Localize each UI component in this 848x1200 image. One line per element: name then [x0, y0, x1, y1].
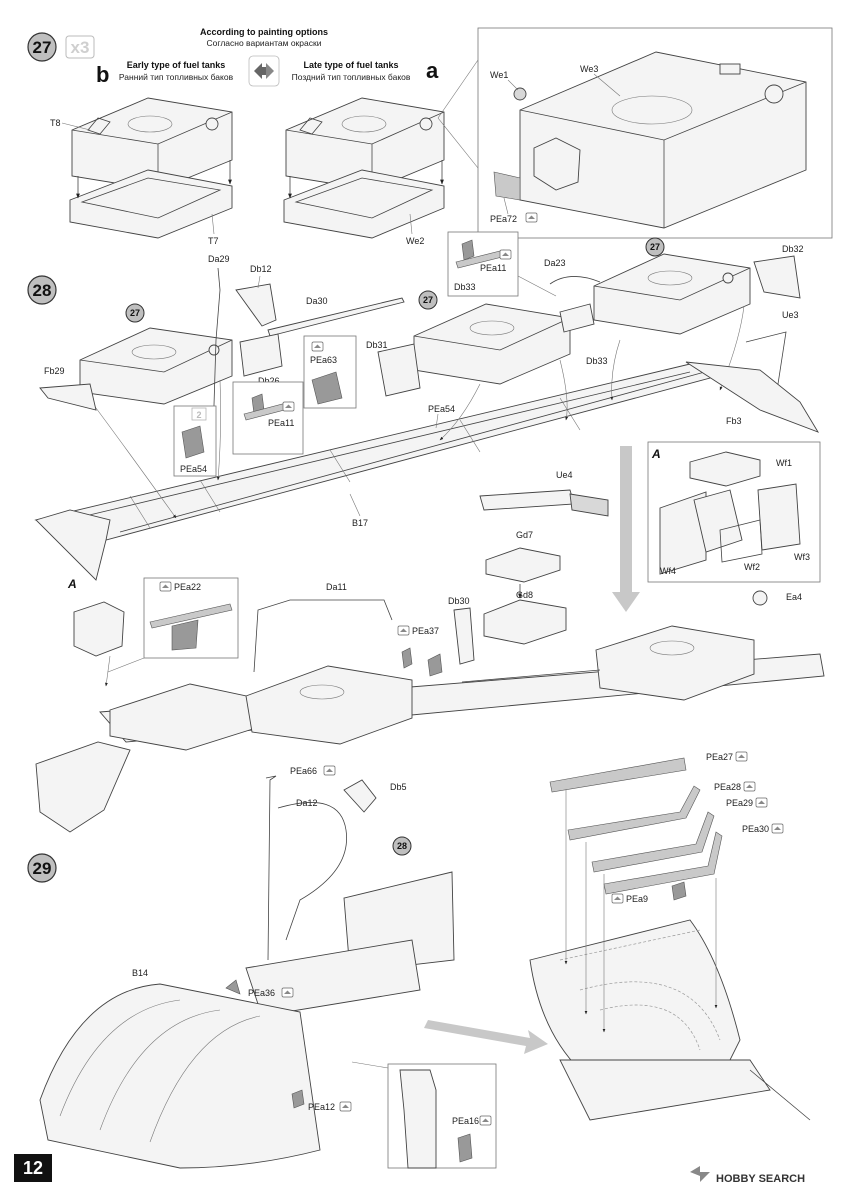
- direction-arrow-right-icon: [424, 1020, 548, 1054]
- step-29: 29 PEa66 Db5 Da12 28 B14 PEa36 PEa12: [27, 751, 811, 1169]
- swap-arrows-icon: [248, 55, 280, 87]
- label-wf1: Wf1: [776, 458, 792, 468]
- label-pea63: PEa63: [310, 355, 337, 365]
- rear-body-assembly: Da11 Db30 PEa37 Ea4: [35, 582, 825, 833]
- label-db30: Db30: [448, 596, 470, 606]
- label-wf2: Wf2: [744, 562, 760, 572]
- svg-text:29: 29: [33, 859, 52, 878]
- label-t8: T8: [50, 118, 61, 128]
- step-27-multiplier: x3: [65, 35, 95, 59]
- page-number-badge: 12: [14, 1154, 52, 1182]
- step-28-badge: 28: [27, 275, 57, 305]
- late-fuel-tank-diagram: We2: [283, 97, 445, 246]
- step29-parts: PEa66 Db5 Da12 28 B14 PEa36 PEa12: [39, 765, 497, 1169]
- battery-box-assembly: Ue4 Gd7 Gd8: [479, 470, 609, 645]
- detail-a-box: A Wf1 Wf3 Wf2 Wf4: [647, 441, 821, 583]
- label-we3: We3: [580, 64, 598, 74]
- label-t7: T7: [208, 236, 219, 246]
- option-b-title-ru: Ранний тип топливных баков: [119, 72, 234, 82]
- label-we2: We2: [406, 236, 424, 246]
- label-da30: Da30: [306, 296, 328, 306]
- label-pea54: PEa54: [180, 464, 207, 474]
- label-ea4: Ea4: [786, 592, 802, 602]
- svg-text:x3: x3: [71, 38, 90, 57]
- tank-center-step28: 27: [413, 290, 571, 441]
- label-db31: Db31: [366, 340, 388, 350]
- label-gd7: Gd7: [516, 530, 533, 540]
- svg-text:27: 27: [130, 308, 140, 318]
- label-pea28: PEa28: [714, 782, 741, 792]
- label-db12: Db12: [250, 264, 272, 274]
- label-da29: Da29: [208, 254, 230, 264]
- late-tank-detail-box: We1 We3 PEa72: [437, 27, 833, 239]
- early-fuel-tank-diagram: T8 T7: [50, 97, 233, 246]
- label-we1: We1: [490, 70, 508, 80]
- label-db26: Db26: [258, 376, 280, 386]
- direction-arrow-down-icon: [612, 446, 640, 612]
- label-pea9: PEa9: [626, 894, 648, 904]
- svg-text:2: 2: [196, 410, 201, 420]
- tank-right-step28: 27: [593, 237, 751, 401]
- label-gd8: Gd8: [516, 590, 533, 600]
- label-pea12: PEa12: [308, 1102, 335, 1112]
- page-number: 12: [23, 1158, 43, 1178]
- option-b-letter: b: [96, 62, 109, 87]
- step-27-badge: 27: [27, 32, 57, 62]
- label-fb3: Fb3: [726, 416, 742, 426]
- label-da11: Da11: [326, 582, 347, 592]
- svg-text:27: 27: [650, 242, 660, 252]
- svg-text:28: 28: [33, 281, 52, 300]
- label-db32: Db32: [782, 244, 804, 254]
- options-title-ru: Согласно вариантам окраски: [207, 38, 322, 48]
- tank-left-step28: 27: [79, 303, 233, 519]
- label-db5: Db5: [390, 782, 407, 792]
- label-pea27: PEa27: [706, 752, 733, 762]
- label-pea11b: PEa11: [480, 263, 506, 273]
- frame-b17-diagram: B17: [34, 363, 741, 581]
- label-pea22: PEa22: [174, 582, 201, 592]
- step-28: 28 B17 27: [27, 231, 825, 833]
- watermark-text: HOBBY SEARCH: [716, 1173, 805, 1185]
- label-pea66: PEa66: [290, 766, 317, 776]
- label-pea36: PEa36: [248, 988, 275, 998]
- label-da12: Da12: [296, 798, 318, 808]
- label-db33b: Db33: [586, 356, 608, 366]
- options-title-en: According to painting options: [200, 27, 328, 37]
- pea22-detail: A PEa22: [67, 577, 239, 687]
- svg-text:A: A: [67, 577, 77, 591]
- label-ue3: Ue3: [782, 310, 799, 320]
- label-pea72: PEa72: [490, 214, 517, 224]
- label-da23: Da23: [544, 258, 566, 268]
- step-27-number: 27: [33, 38, 52, 57]
- svg-text:A: A: [651, 447, 661, 461]
- label-pea29: PEa29: [726, 798, 753, 808]
- option-a-title-ru: Поздний тип топливных баков: [292, 72, 411, 82]
- option-a-letter: a: [426, 58, 439, 83]
- fender-assembly-right: [529, 790, 811, 1121]
- option-b-title-en: Early type of fuel tanks: [127, 60, 226, 70]
- step-27: 27 x3 According to painting options Согл…: [27, 27, 833, 246]
- label-pea54b: PEa54: [428, 404, 455, 414]
- option-a-title-en: Late type of fuel tanks: [303, 60, 398, 70]
- watermark-logo-icon: [690, 1166, 710, 1182]
- label-pea11: PEa11: [268, 418, 294, 428]
- label-ue4: Ue4: [556, 470, 573, 480]
- step28-parts-labels: Da29 Db12 Da30 Db26 PEa11 2 PEa54 PEa63: [39, 231, 820, 477]
- label-pea37: PEa37: [412, 626, 439, 636]
- label-db33: Db33: [454, 282, 476, 292]
- label-pea16: PEa16: [452, 1116, 479, 1126]
- svg-text:28: 28: [397, 841, 407, 851]
- label-b17: B17: [352, 518, 368, 528]
- watermark: HOBBY SEARCH: [690, 1166, 805, 1185]
- pe-strips-right: PEa27 PEa28 PEa29 PEa30 PEa9: [549, 751, 784, 904]
- label-wf4: Wf4: [660, 566, 676, 576]
- label-wf3: Wf3: [794, 552, 810, 562]
- label-fb29: Fb29: [44, 366, 65, 376]
- label-pea30: PEa30: [742, 824, 769, 834]
- svg-text:27: 27: [423, 295, 433, 305]
- label-b14: B14: [132, 968, 148, 978]
- step-29-badge: 29: [27, 853, 57, 883]
